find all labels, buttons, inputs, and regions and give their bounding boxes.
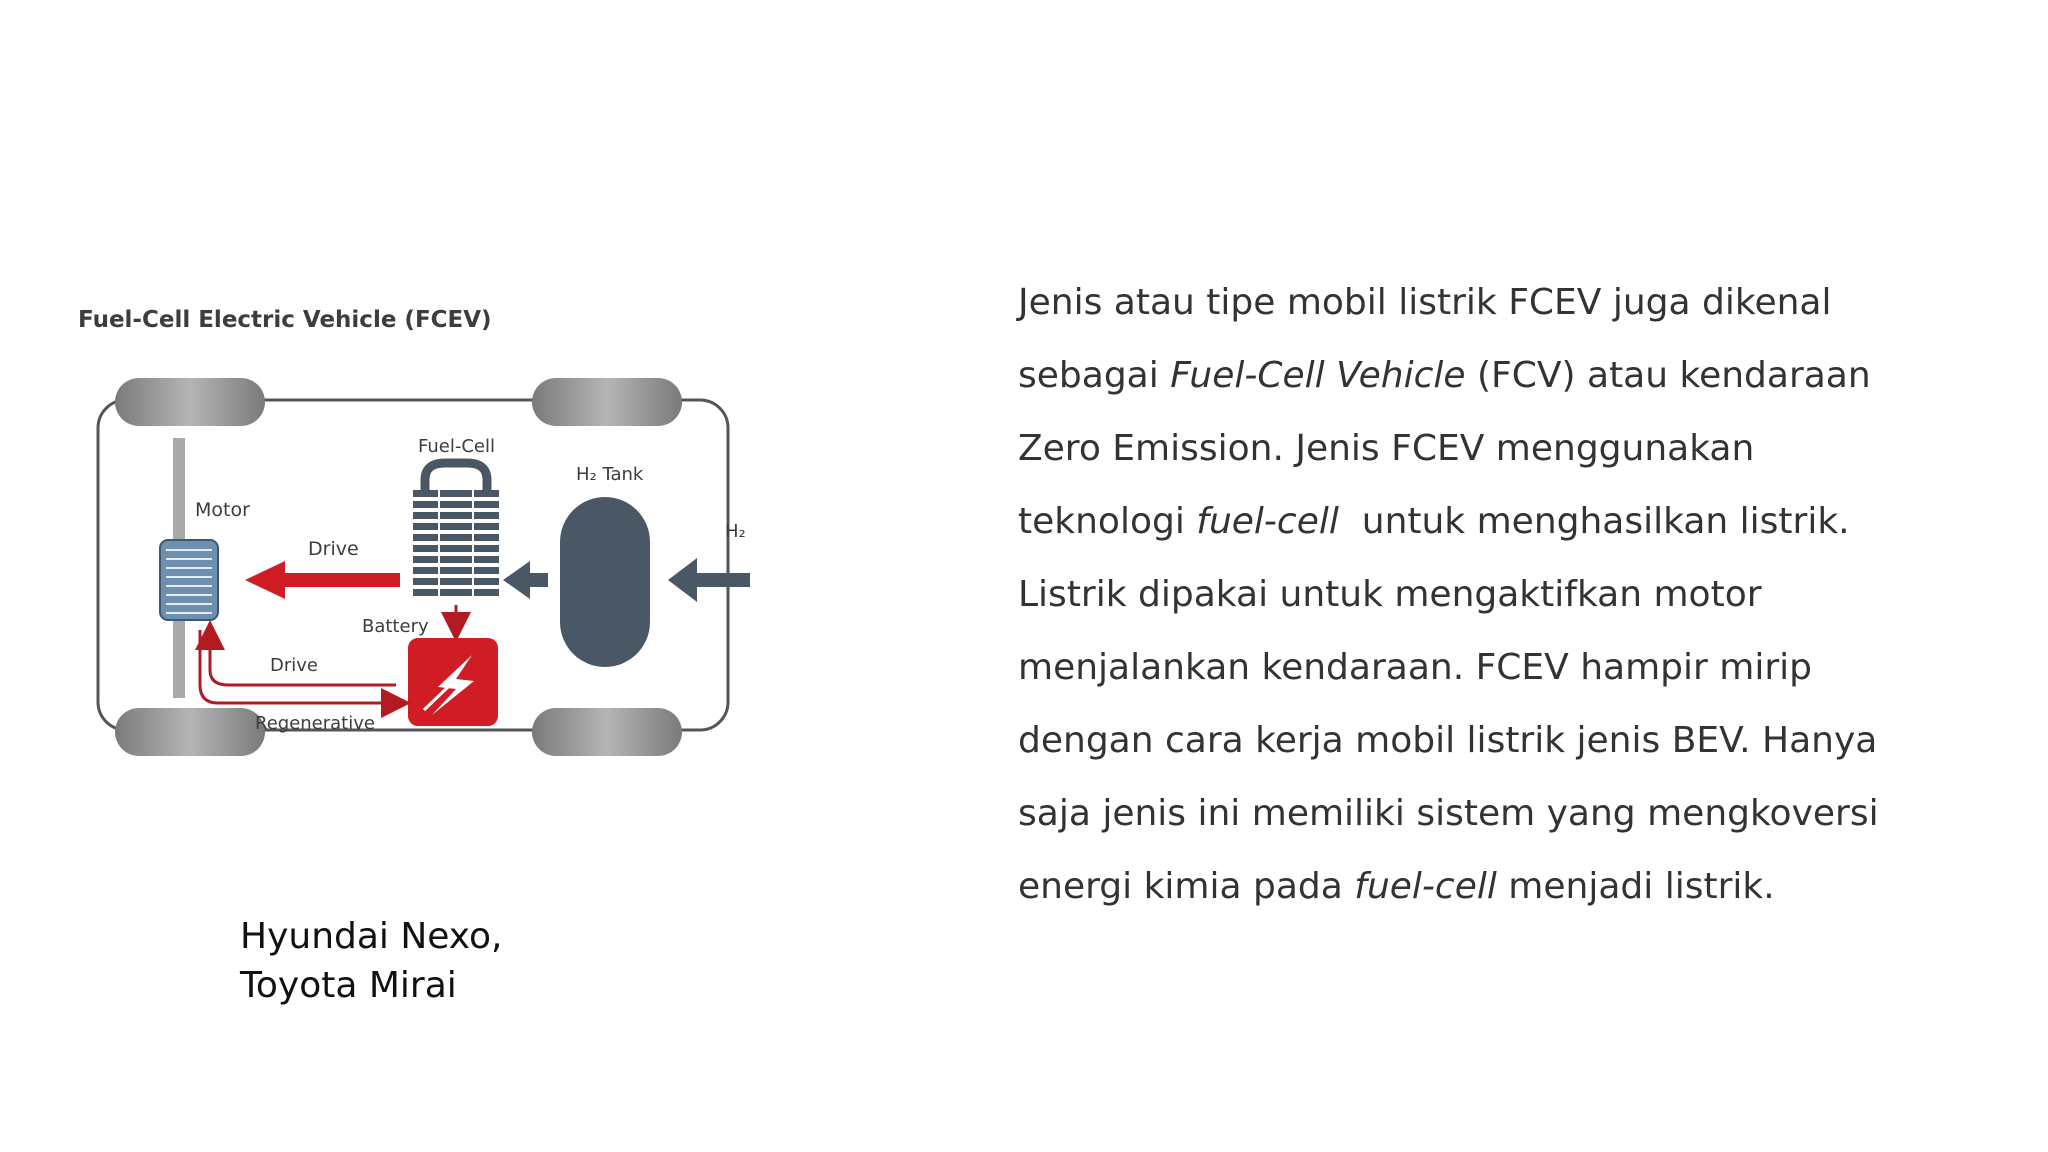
wheel-rear-bottom <box>532 708 682 756</box>
fuel-cell-stack-icon <box>413 458 499 601</box>
wheel-rear-top <box>532 378 682 426</box>
motor-label: Motor <box>195 499 250 521</box>
description-line-8: saja jenis ini memiliki sistem yang meng… <box>1018 793 1879 834</box>
description-line-7: dengan cara kerja mobil listrik jenis BE… <box>1018 720 1878 761</box>
wheel-front-top <box>115 378 265 426</box>
motor-icon <box>159 539 219 621</box>
description-line-4-suffix: untuk menghasilkan listrik. <box>1338 501 1850 542</box>
fcev-description: Jenis atau tipe mobil listrik FCEV juga … <box>1018 266 1978 923</box>
fcev-diagram: Fuel-Cell Electric Vehicle (FCEV) Motor … <box>60 285 800 785</box>
fuel-cell-label: Fuel-Cell <box>418 436 495 457</box>
caption-line-2: Toyota Mirai <box>240 965 457 1006</box>
battery-icon <box>408 638 498 726</box>
description-line-6: menjalankan kendaraan. FCEV hampir mirip <box>1018 647 1813 688</box>
chassis-outline <box>96 398 730 732</box>
drive-arrow-icon <box>245 561 400 599</box>
description-line-4-prefix: teknologi <box>1018 501 1197 542</box>
description-line-2-em: Fuel-Cell Vehicle <box>1170 355 1466 396</box>
description-line-9-prefix: energi kimia pada <box>1018 866 1355 907</box>
h2-tank-icon <box>560 497 650 667</box>
caption-line-1: Hyundai Nexo, <box>240 916 503 957</box>
drive-bottom-label: Drive <box>270 655 318 676</box>
description-line-4: teknologi fuel-cell untuk menghasilkan l… <box>1018 485 1978 558</box>
description-line-4-em: fuel-cell <box>1196 501 1339 542</box>
battery-drive-arrow <box>195 620 396 687</box>
description-line-2-suffix: (FCV) atau kendaraan <box>1465 355 1871 396</box>
diagram-title: Fuel-Cell Electric Vehicle (FCEV) <box>78 307 492 333</box>
h2-input-label: H₂ <box>725 521 746 542</box>
description-line-3: Zero Emission. Jenis FCEV menggunakan <box>1018 428 1755 469</box>
description-line-9-em: fuel-cell <box>1354 866 1497 907</box>
description-line-1: Jenis atau tipe mobil listrik FCEV juga … <box>1018 282 1832 323</box>
fcev-diagram-svg: Fuel-Cell Electric Vehicle (FCEV) Motor … <box>78 307 750 756</box>
description-line-2: sebagai Fuel-Cell Vehicle (FCV) atau ken… <box>1018 339 1978 412</box>
battery-label: Battery <box>362 616 429 637</box>
description-line-5: Listrik dipakai untuk mengaktifkan motor <box>1018 574 1762 615</box>
regenerative-arrow <box>198 630 411 718</box>
description-line-9: energi kimia pada fuel-cell menjadi list… <box>1018 850 1978 923</box>
tank-to-fuelcell-arrow-icon <box>503 561 548 599</box>
h2-tank-label: H₂ Tank <box>576 464 644 485</box>
description-line-9-suffix: menjadi listrik. <box>1496 866 1775 907</box>
description-line-2-prefix: sebagai <box>1018 355 1171 396</box>
h2-input-arrow-icon <box>668 558 750 602</box>
vehicle-examples-caption: Hyundai Nexo, Toyota Mirai <box>240 912 502 1010</box>
drive-top-label: Drive <box>308 538 359 560</box>
regenerative-label: Regenerative <box>255 713 375 734</box>
wheel-front-bottom <box>115 708 265 756</box>
